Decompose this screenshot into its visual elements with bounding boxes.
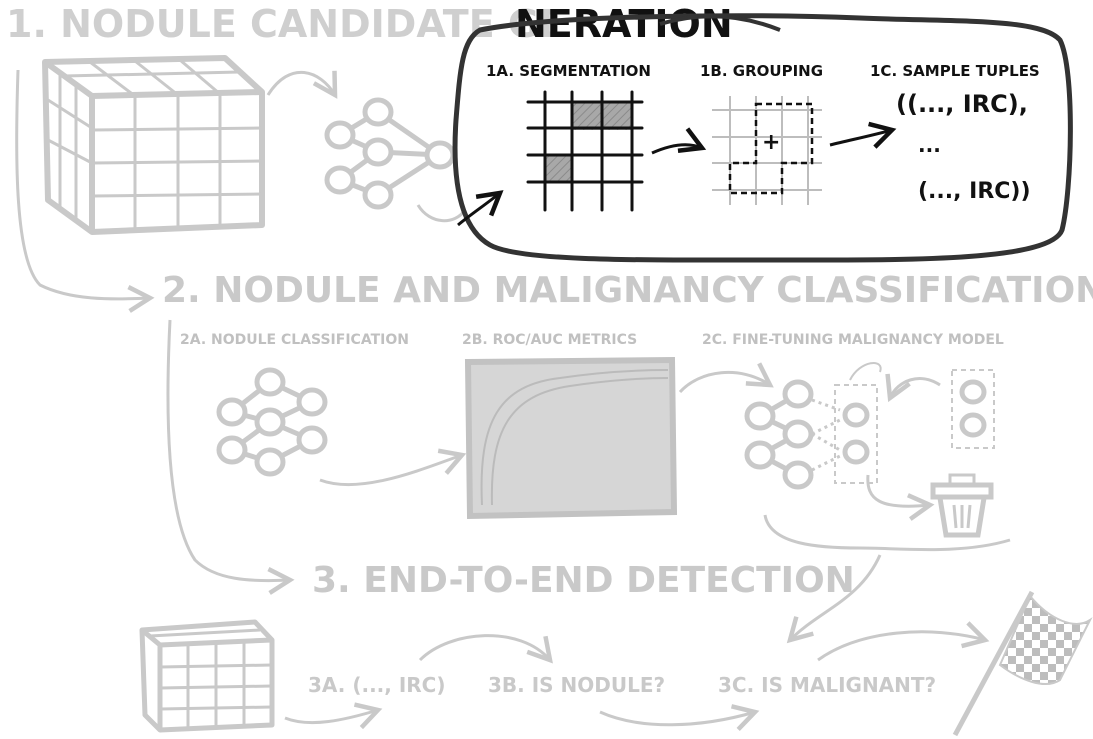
stage2: 2. NODULE AND MALIGNANCY CLASSIFICATION … [162,270,1093,644]
arrow-malignant-to-finish [817,621,990,662]
new-head-icon [951,369,995,449]
frame-overlap-stroke [659,14,781,32]
finetune-network-icon [744,362,882,490]
stage1-sub-a: 1A. SEGMENTATION [486,62,651,80]
stage3-sub-a: 3A. (..., IRC) [308,673,445,697]
grouping-grid-icon: + [712,96,822,205]
arrow-stage2-to-stage3 [166,319,295,595]
stage3-sub-c: 3C. IS MALIGNANT? [718,673,936,697]
arrow-stage1-to-stage2 [15,69,155,313]
arrow-nodule-to-malignant [599,704,760,731]
arrow-newhead-to-model [885,373,941,403]
stage3: 3. END-TO-END DETECTION 3A. (..., IRC) 3… [139,560,1093,737]
finetune-bracket [763,514,1011,552]
arrow-network-to-roc [319,448,467,487]
stage2-sub-c: 2C. FINE-TUNING MALIGNANCY MODEL [702,332,1004,348]
tuple-last: (..., IRC)) [918,179,1031,204]
ct-volume-small-icon [139,619,275,733]
stage3-title: 3. END-TO-END DETECTION [312,560,855,601]
centroid-plus-icon: + [762,130,780,155]
arrow-candidates-to-nodule [418,634,553,664]
stage3-sub-b: 3B. IS NODULE? [488,673,665,697]
segmentation-grid-icon [526,90,644,212]
arrow-cube-to-network [266,70,338,99]
stage1-sub-c: 1C. SAMPLE TUPLES [870,62,1040,80]
arrow-stage2-to-malignant [786,554,882,644]
segmentation-network-icon [324,97,456,210]
roc-chart-icon [464,356,678,520]
arrow-network-fade [416,204,467,223]
stage1-title-highlight: NERATION [515,2,733,46]
trash-icon [930,473,994,538]
stage1-title-faded: 1. NODULE CANDIDATE GE [6,2,565,46]
stage1: 1. NODULE CANDIDATE GE NERATION [6,2,1073,313]
tuple-first: ((..., IRC), [896,90,1028,118]
stage2-sub-b: 2B. ROC/AUC METRICS [462,332,637,348]
arrow-volume-to-candidates [284,702,383,730]
arrow-roc-to-finetune [678,362,774,394]
stage2-title: 2. NODULE AND MALIGNANCY CLASSIFICATION [162,270,1093,311]
arrow-into-segmentation [457,190,504,227]
ct-volume-cube-icon [42,55,265,235]
tuple-dots: ... [918,133,941,157]
finish-flag-icon [952,590,1093,737]
stage1-sub-b: 1B. GROUPING [700,62,823,80]
arrow-grouping-to-tuples [829,121,897,149]
classification-network-icon [216,367,328,477]
stage2-sub-a: 2A. NODULE CLASSIFICATION [180,332,409,348]
arrow-segmentation-to-grouping [651,127,707,155]
stage1-highlight-frame [452,13,1073,263]
arrow-oldhead-to-trash [866,474,935,521]
